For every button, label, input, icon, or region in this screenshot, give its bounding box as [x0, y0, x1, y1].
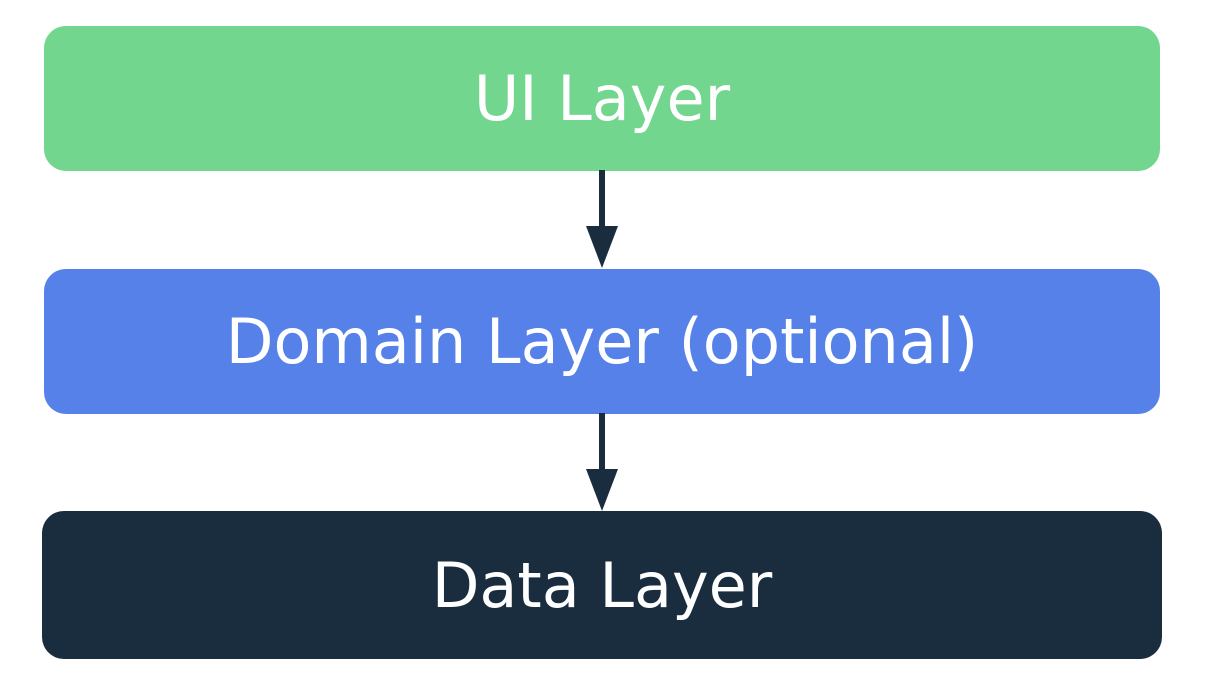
ui-layer-box: UI Layer [44, 26, 1160, 171]
arrow-head [586, 226, 618, 268]
data-layer-box: Data Layer [42, 511, 1162, 659]
domain-layer-label: Domain Layer (optional) [225, 305, 979, 378]
ui-layer-label: UI Layer [473, 62, 731, 135]
domain-layer-box: Domain Layer (optional) [44, 269, 1160, 414]
data-layer-label: Data Layer [431, 548, 773, 622]
arrow-head [586, 469, 618, 511]
arrow-domain-to-data-icon [586, 413, 618, 511]
arrow-ui-to-domain-icon [586, 170, 618, 268]
